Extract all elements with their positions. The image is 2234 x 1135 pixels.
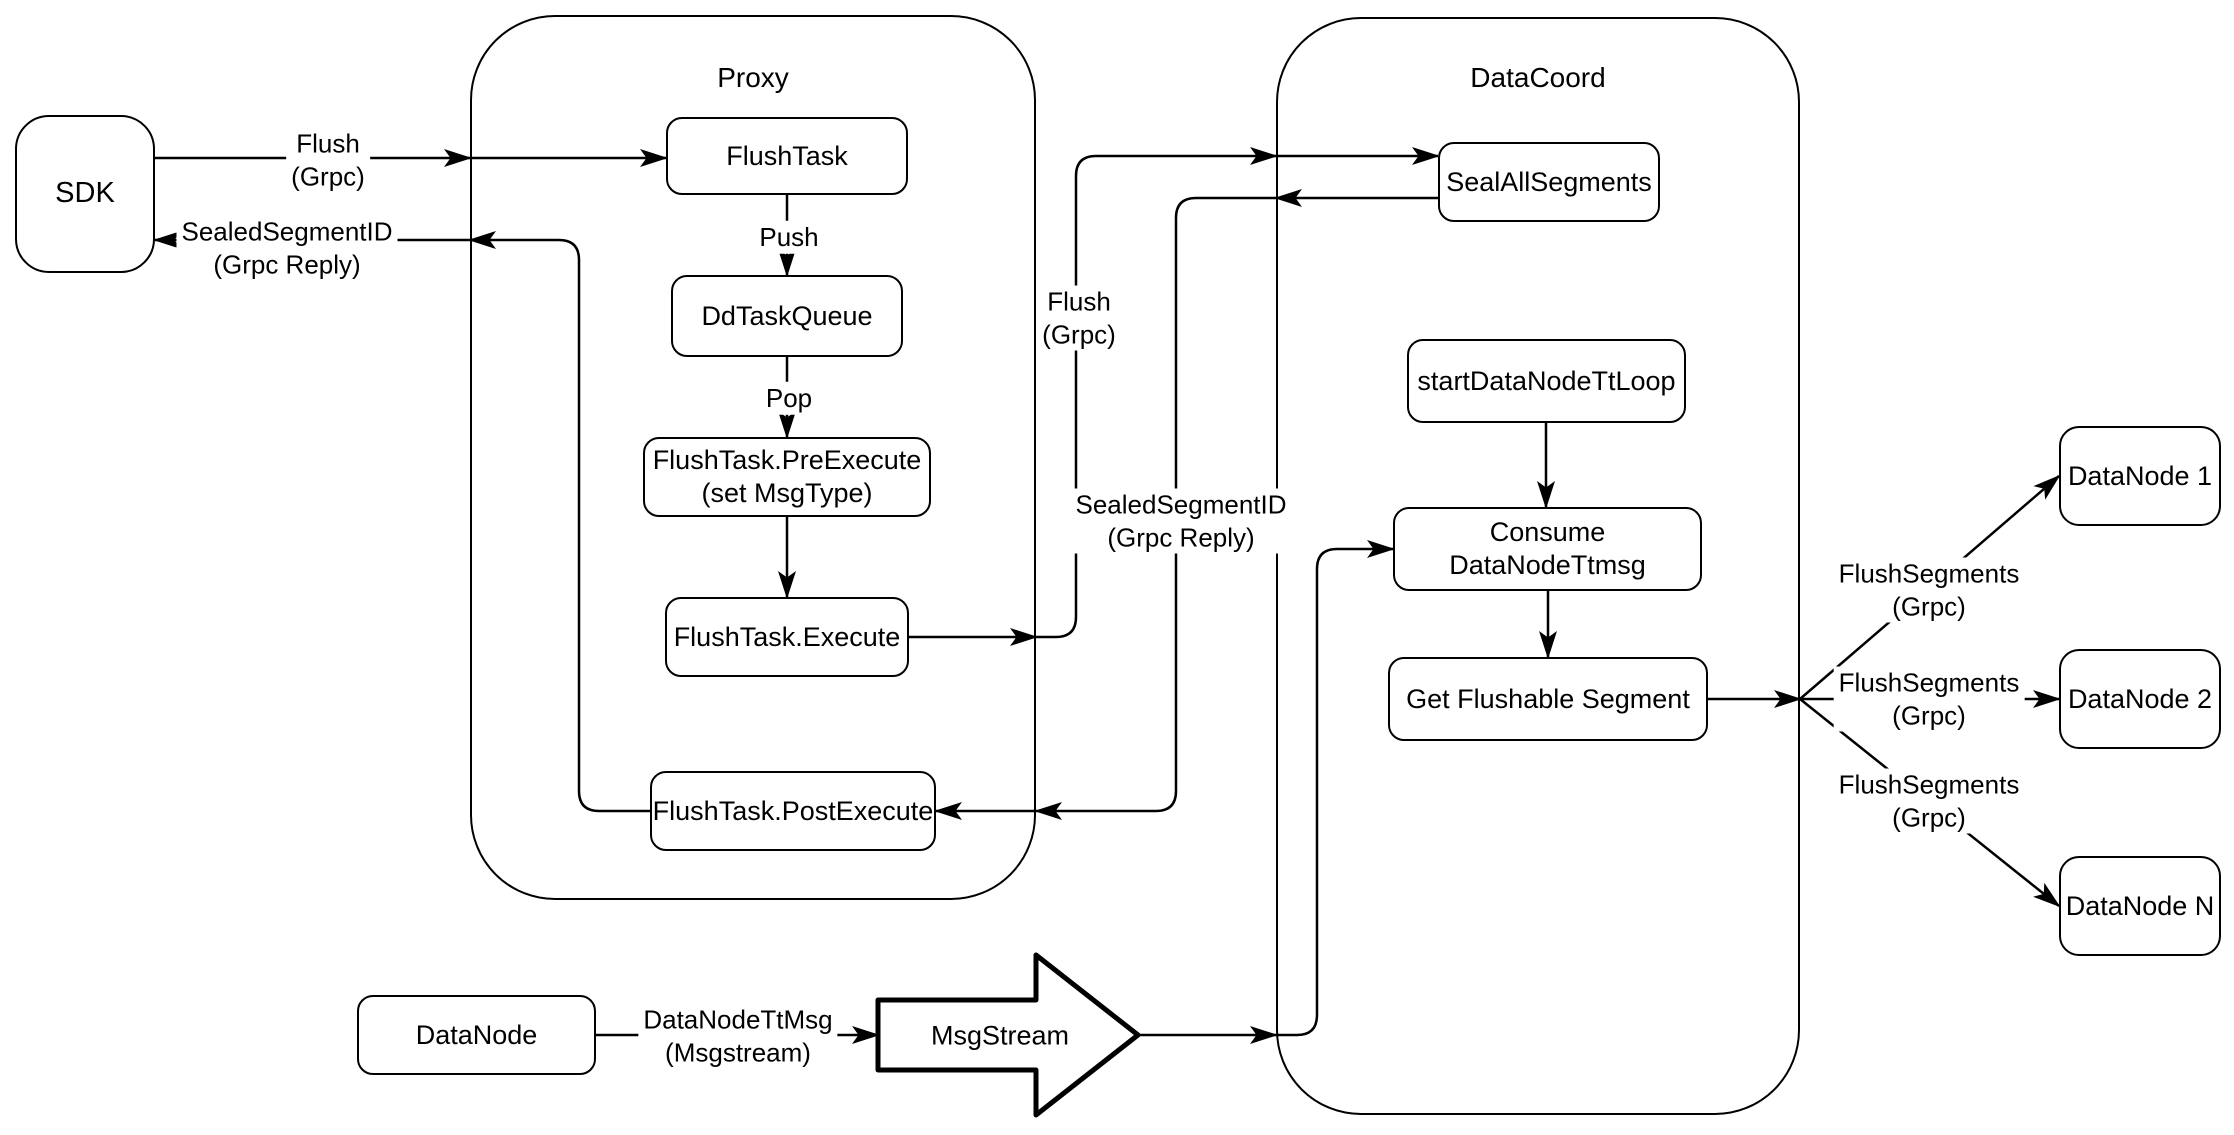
node-label: SealAllSegments (1446, 166, 1652, 197)
datacoord-container-label: DataCoord (1470, 62, 1606, 93)
node-label: FlushTask.PreExecute (set MsgType) (652, 445, 922, 508)
proxy-container (470, 15, 1036, 900)
edge-proxy-border-to-datacoord-border (1036, 147, 1278, 639)
node-flushtask-execute: FlushTask.Execute (665, 597, 909, 677)
edge-label-pop: Pop (760, 381, 818, 415)
edge-label-flushsegments-mid: FlushSegments (Grpc) (1833, 666, 2025, 732)
node-label: Consume DataNodeTtmsg (1449, 517, 1646, 580)
node-label: FlushTask (726, 140, 848, 171)
node-ddtaskqueue: DdTaskQueue (671, 275, 903, 357)
edge-label-datanodettmsg: DataNodeTtMsg (Msgstream) (638, 1003, 838, 1069)
edge-datacoord-border-to-consume (1276, 540, 1395, 1037)
edge-label-flushsegments-top: FlushSegments (Grpc) (1833, 557, 2025, 623)
edge-label-flush-grpc-mid: Flush (Grpc) (1037, 285, 1121, 351)
node-label: DdTaskQueue (701, 300, 873, 331)
node-label: SDK (55, 177, 115, 210)
node-label: FlushTask.Execute (673, 621, 901, 652)
node-label: startDataNodeTtLoop (1417, 365, 1676, 396)
proxy-container-label: Proxy (717, 62, 789, 93)
node-datanode-source: DataNode (357, 995, 596, 1075)
node-consume-datanodettmsg: Consume DataNodeTtmsg (1393, 507, 1702, 591)
node-sealallsegments: SealAllSegments (1438, 142, 1660, 222)
msgstream-label: MsgStream (930, 1020, 1070, 1051)
node-label: DataNode 1 (2067, 460, 2213, 491)
node-datanode-1: DataNode 1 (2059, 426, 2221, 526)
edge-label-flush-grpc-left: Flush (Grpc) (286, 127, 370, 193)
edge-label-push: Push (754, 220, 824, 254)
node-datanode-n: DataNode N (2059, 856, 2221, 956)
node-flushtask-postexecute: FlushTask.PostExecute (650, 771, 936, 851)
datacoord-container (1276, 17, 1800, 1115)
node-startdatanodettloop: startDataNodeTtLoop (1407, 339, 1686, 423)
node-label: Get Flushable Segment (1406, 683, 1690, 714)
node-label: DataNode 2 (2067, 683, 2213, 714)
node-flushtask-preexecute: FlushTask.PreExecute (set MsgType) (643, 437, 931, 517)
edge-label-sealedsegmentid-mid: SealedSegmentID (Grpc Reply) (1070, 488, 1292, 554)
node-label: DataNode (415, 1019, 538, 1050)
edge-label-flushsegments-bottom: FlushSegments (Grpc) (1833, 768, 2025, 834)
msgstream-arrow-shape (875, 952, 1141, 1118)
node-label: DataNode N (2065, 890, 2215, 921)
node-datanode-2: DataNode 2 (2059, 649, 2221, 749)
edge-postexecute-to-proxy-border (468, 231, 650, 813)
node-flushtask: FlushTask (666, 117, 908, 195)
node-label: FlushTask.PostExecute (652, 795, 934, 826)
edge-label-sealedsegmentid-left: SealedSegmentID (Grpc Reply) (176, 215, 398, 281)
node-sdk: SDK (15, 115, 155, 273)
node-get-flushable-segment: Get Flushable Segment (1388, 657, 1708, 741)
